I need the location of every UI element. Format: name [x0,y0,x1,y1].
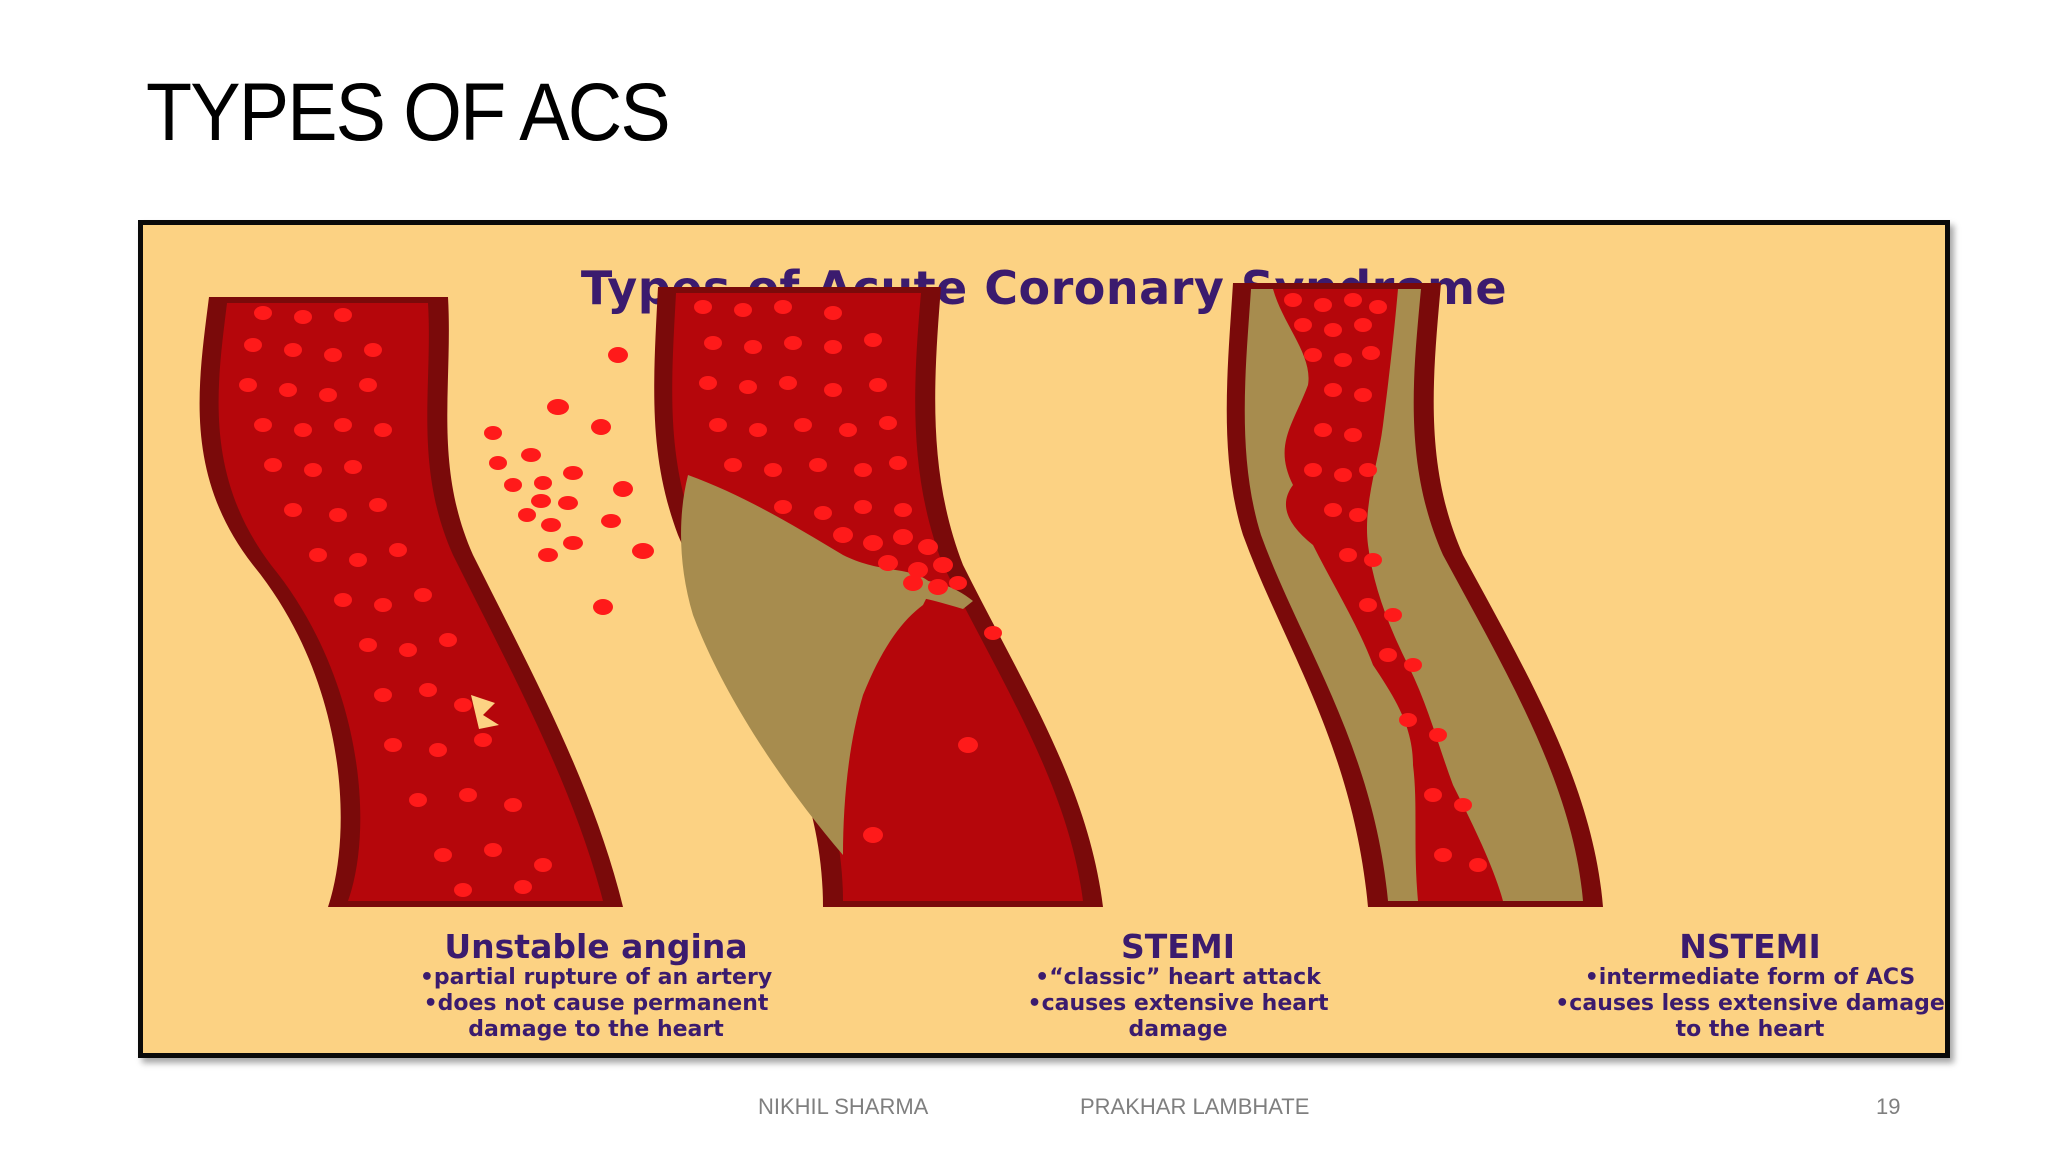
caption-title: NSTEMI [1679,927,1821,966]
red-blood-cells [1284,293,1487,872]
plaque-occlusion [681,475,933,855]
nstemi-artery [1226,283,1603,907]
caption-line: •“classic” heart attack [1035,965,1321,990]
slide-title: TYPES OF ACS [146,67,671,158]
slide-number: 19 [1876,1094,1901,1119]
escaping-cells [484,347,654,615]
caption-line: to the heart [1675,1017,1825,1042]
caption-title: STEMI [1121,927,1235,966]
artery-plaque-layer [1244,289,1583,901]
artery-lumen [218,303,603,901]
caption-line: damage to the heart [468,1017,724,1042]
caption-stemi: STEMI •“classic” heart attack •causes ex… [898,929,1458,1043]
caption-unstable-angina: Unstable angina •partial rupture of an a… [316,929,876,1043]
red-blood-cells [239,306,552,897]
caption-title: Unstable angina [444,927,748,966]
caption-nstemi: NSTEMI •intermediate form of ACS •causes… [1470,927,1945,1043]
unstable-angina-artery [199,297,654,907]
stemi-artery [654,287,1103,907]
acs-figure: Types of Acute Coronary Syndrome [138,220,1950,1058]
caption-line: •partial rupture of an artery [419,965,773,990]
caption-line: damage [1128,1017,1228,1042]
caption-line: •intermediate form of ACS [1584,965,1916,990]
rupture-notch [471,695,499,729]
footer-author-1: NIKHIL SHARMA [758,1094,929,1119]
caption-line: •does not cause permanent [423,991,769,1016]
narrowed-lumen [1273,289,1503,901]
artery-illustrations [199,283,1603,907]
caption-line: •causes extensive heart [1027,991,1329,1016]
caption-line: •causes less extensive damage [1555,991,1945,1016]
footer-author-2: PRAKHAR LAMBHATE [1080,1094,1310,1119]
red-blood-cells [694,300,1002,843]
